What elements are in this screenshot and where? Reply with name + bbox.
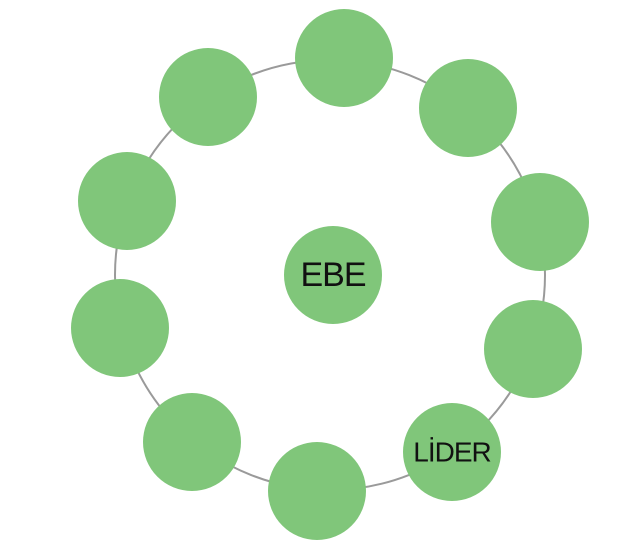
ring-node-circle: [419, 59, 517, 157]
ring-node-circle: [491, 173, 589, 271]
ring-node: [484, 300, 582, 398]
ring-node: [295, 9, 393, 107]
ring-node: [78, 152, 176, 250]
ring-node: [71, 279, 169, 377]
ring-node: [419, 59, 517, 157]
ring-node: [491, 173, 589, 271]
ring-node-circle: [71, 279, 169, 377]
ring-node-circle: [403, 403, 501, 501]
ring-node-circle: [268, 442, 366, 540]
center-node: EBE: [284, 226, 382, 324]
ring-node: [268, 442, 366, 540]
ring-node-label: LİDER: [413, 437, 490, 468]
ring-nodes: LİDER: [71, 9, 589, 540]
ring-node: [143, 393, 241, 491]
ring-node-circle: [484, 300, 582, 398]
center-node-label: EBE: [300, 256, 365, 294]
ring-node-circle: [159, 48, 257, 146]
ring-node: [159, 48, 257, 146]
ring-node: LİDER: [403, 403, 501, 501]
center-node-circle: [284, 226, 382, 324]
ring-node-circle: [143, 393, 241, 491]
ring-node-circle: [295, 9, 393, 107]
ring-node-circle: [78, 152, 176, 250]
